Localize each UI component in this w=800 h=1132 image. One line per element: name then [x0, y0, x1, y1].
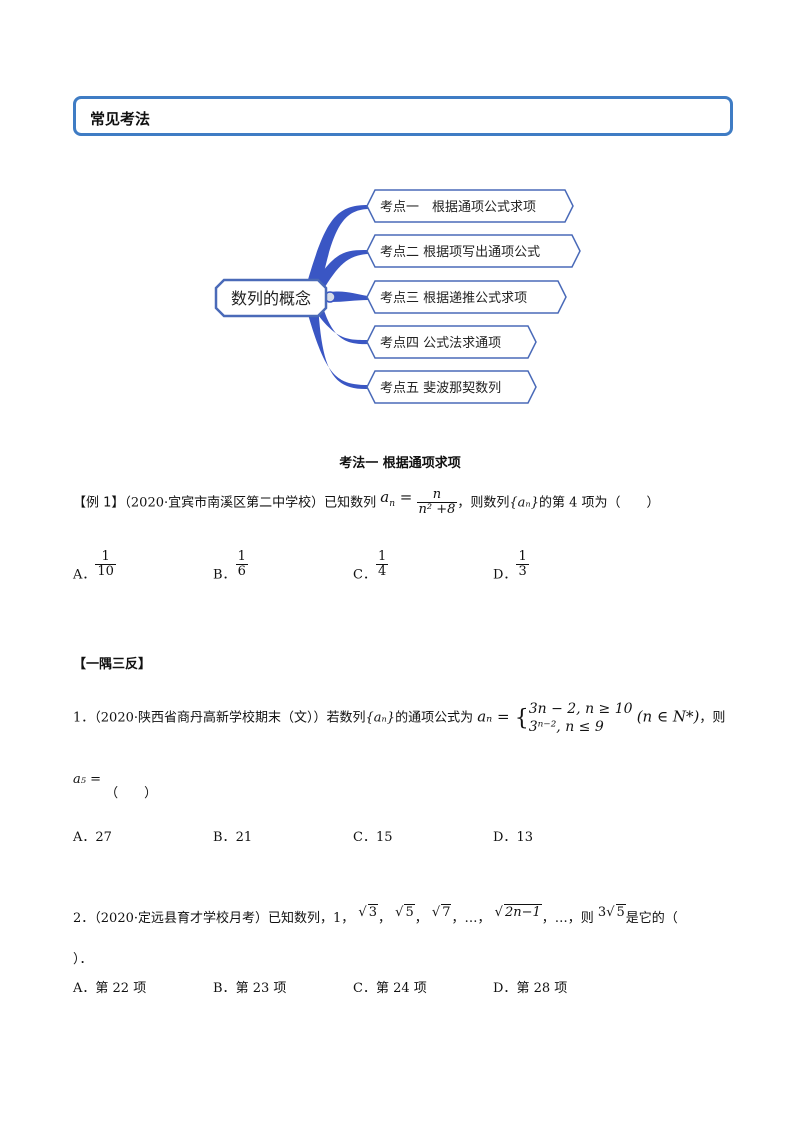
branch-node-1: 考点一 根据通项公式求项	[366, 189, 574, 223]
section-title: 考法一 根据通项求项	[339, 456, 461, 471]
option-d[interactable]: D．第 28 项	[493, 981, 568, 996]
root-node-label: 数列的概念	[231, 289, 311, 308]
example-1-question: 【例 1】（2020·宜宾市南溪区第二中学校）已知数列 an = n n² +8…	[73, 487, 660, 518]
question-2-line-2: ）．	[73, 952, 93, 967]
question-1: 1．（2020·陕西省商丹高新学校期末（文））若数列{aₙ}的通项公式为 aₙ …	[73, 700, 725, 736]
branch-node-label: 考点四 公式法求通项	[380, 336, 501, 351]
example-suffix: 的第 4 项为（ ）	[538, 495, 660, 511]
option-c[interactable]: C．15	[353, 830, 393, 845]
sequence-set: {aₙ}	[509, 495, 539, 511]
option-d[interactable]: D．13	[493, 830, 533, 845]
target-value: 3√5	[597, 904, 626, 920]
branch-node-label: 考点一 根据通项公式求项	[380, 200, 536, 215]
practice-heading: 【一隅三反】	[73, 657, 152, 672]
branch-node-3: 考点三 根据递推公式求项	[366, 280, 567, 314]
sequence-set: {aₙ}	[365, 710, 396, 726]
mind-map-diagram: 数列的概念 考点一 根据通项公式求项 考点二 根据项写出通项公式 考点三 根据递…	[214, 189, 581, 404]
section-header-title: 常见考法	[90, 110, 151, 128]
root-node	[214, 278, 328, 318]
formula-fraction: n n² +8	[416, 487, 458, 518]
sqrt-term-3: √7	[431, 904, 452, 920]
branch-node-label: 考点五 斐波那契数列	[380, 381, 501, 396]
branch-node-4: 考点四 公式法求通项	[366, 325, 537, 359]
option-a[interactable]: A．第 22 项	[73, 981, 147, 996]
example-source: （2020·宜宾市南溪区第二中学校）已知数列	[124, 495, 377, 511]
example-mid: ，则数列	[457, 495, 510, 511]
branch-node-label: 考点三 根据递推公式求项	[380, 291, 527, 306]
formula-lhs: an =	[380, 488, 413, 510]
question-source: （2020·定远县育才学校月考）已知数列，1，	[94, 911, 355, 926]
question-1-line-2: a₅ = （ ）	[73, 768, 157, 801]
a5-expression: a₅ =	[73, 772, 101, 787]
section-header-box: 常见考法	[73, 96, 733, 136]
formula-lhs: aₙ =	[477, 707, 510, 726]
sqrt-general-term: √2n−1	[494, 904, 542, 920]
answer-blank: （ ）	[105, 786, 158, 801]
sqrt-term-2: √5	[395, 904, 415, 920]
branch-node-5: 考点五 斐波那契数列	[366, 370, 537, 404]
mind-map: 数列的概念 考点一 根据通项公式求项 考点二 根据项写出通项公式 考点三 根据递…	[210, 180, 600, 410]
branch-node-2: 考点二 根据项写出通项公式	[366, 234, 581, 268]
question-number: 1．	[73, 710, 95, 726]
question-mid: 的通项公式为	[395, 710, 474, 726]
branch-node-label: 考点二 根据项写出通项公式	[380, 245, 540, 260]
option-a[interactable]: A．27	[73, 830, 112, 845]
question-2: 2．（2020·定远县育才学校月考）已知数列，1， √3， √5， √7，…， …	[73, 904, 678, 926]
example-label: 【例 1】	[73, 495, 125, 511]
option-b[interactable]: B．第 23 项	[213, 981, 287, 996]
option-c[interactable]: C．第 24 项	[353, 981, 427, 996]
question-number: 2．	[73, 911, 95, 926]
option-b[interactable]: B．21	[213, 830, 253, 845]
question-suffix: ，则	[699, 710, 726, 726]
question-source: （2020·陕西省商丹高新学校期末（文））若数列	[94, 710, 366, 726]
left-brace: {	[514, 705, 529, 731]
sqrt-term-1: √3	[358, 904, 378, 920]
domain-condition: (n ∈ N*)	[636, 707, 700, 726]
